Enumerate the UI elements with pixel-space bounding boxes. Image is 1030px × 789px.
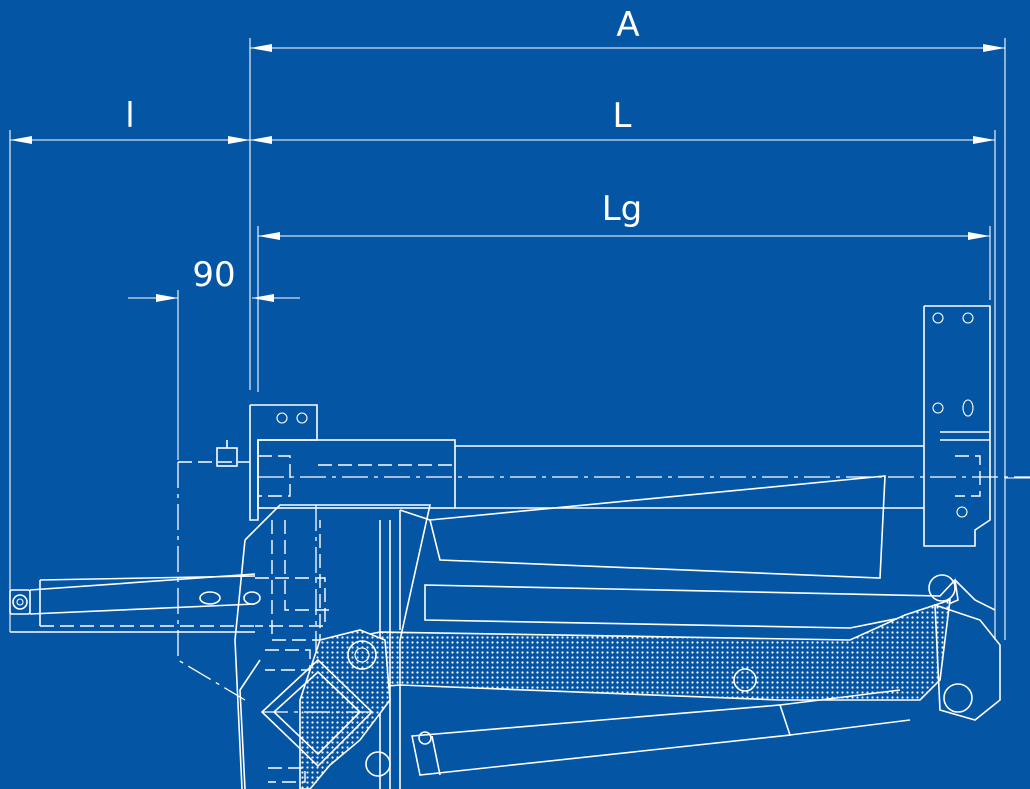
left-mounting-plate	[249, 404, 318, 521]
dimension-label-A: A	[616, 5, 639, 45]
dimension-label-90: 90	[192, 255, 235, 295]
slew-housing	[260, 629, 391, 789]
horizontal-beam	[257, 439, 1030, 509]
dimension-90: 90	[128, 255, 300, 302]
knuckle-boom	[399, 475, 996, 630]
dimension-A: A	[250, 5, 1005, 52]
dimension-label-l: l	[125, 96, 134, 136]
main-arm	[339, 598, 951, 701]
extension-lines	[9, 38, 1006, 640]
right-mounting-plate	[923, 305, 1030, 547]
dimension-Lg: Lg	[258, 189, 990, 240]
tip-link	[934, 603, 1001, 721]
hydraulic-cylinder	[411, 689, 911, 776]
extension-arm	[9, 573, 326, 633]
dimension-L: L	[250, 96, 995, 144]
left-bracket	[177, 440, 250, 701]
dimension-label-Lg: Lg	[602, 189, 643, 229]
dimension-label-L: L	[613, 96, 632, 136]
column-base	[234, 504, 431, 789]
dimension-l: l	[10, 96, 250, 144]
